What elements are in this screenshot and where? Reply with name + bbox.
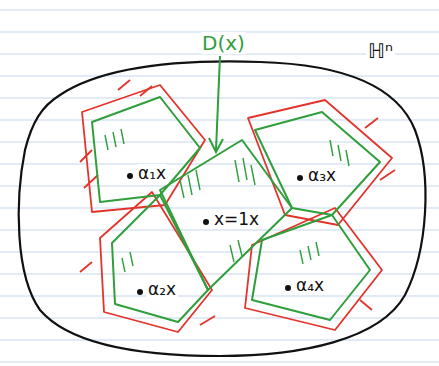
space-boundary — [19, 61, 426, 356]
point-label: α₁x — [136, 164, 168, 183]
hatching — [105, 129, 349, 272]
point-label: α₄x — [294, 276, 326, 295]
green-tiles — [92, 97, 380, 322]
point-label: α₂x — [146, 280, 178, 299]
orbit-points — [127, 173, 303, 295]
red-outlines — [80, 80, 395, 332]
pointer-arrow — [209, 56, 223, 152]
point-label: x=1x — [212, 210, 261, 229]
notebook-lines — [0, 10, 439, 362]
region-label: D(x) — [200, 32, 247, 54]
space-label: ℍⁿ — [366, 40, 395, 62]
point-label: α₃x — [306, 166, 338, 185]
